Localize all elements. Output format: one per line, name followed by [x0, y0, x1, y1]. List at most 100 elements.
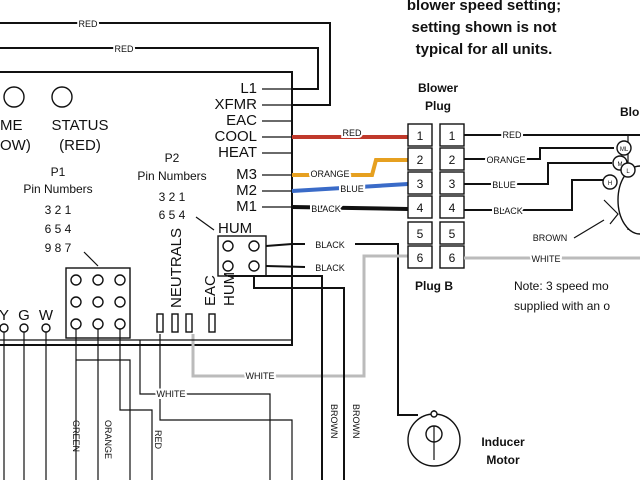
- note-top-line1: blower speed setting;: [407, 0, 561, 14]
- p2-row1: 3 2 1: [159, 190, 186, 204]
- terminal-eac: EAC: [226, 112, 257, 129]
- terminal-cool: COOL: [214, 128, 257, 145]
- hum-black-wire-2: [265, 265, 306, 268]
- motor-orange-wire-label: ORANGE: [486, 155, 525, 165]
- p1-subtitle: Pin Numbers: [23, 182, 92, 196]
- motor-pin-m-label: M: [618, 162, 623, 168]
- brown-wire-2-label: BROWN: [351, 404, 361, 439]
- thermostat-y: Y: [0, 307, 9, 324]
- plug-b-label: Plug B: [415, 279, 453, 293]
- red-wire-top-2-label: RED: [114, 44, 134, 54]
- m2-blue-wire-label: BLUE: [340, 184, 364, 194]
- motor-pin-ml-label: ML: [620, 147, 629, 153]
- thermostat-g: G: [18, 307, 30, 324]
- thermostat-w: W: [39, 307, 54, 324]
- p1-row1: 3 2 1: [45, 203, 72, 217]
- note-bottom-line1: Note: 3 speed mo: [514, 279, 609, 293]
- status-label-2: (RED): [59, 137, 101, 154]
- motor-black-wire: [464, 179, 604, 211]
- blower-plug-right: [439, 123, 465, 269]
- terminal-l1: L1: [240, 80, 257, 97]
- status-label-1: STATUS: [52, 117, 109, 134]
- lower-white-label: WHITE: [157, 389, 186, 399]
- flame-light: [3, 86, 25, 108]
- plug-right-pin-1: 1: [449, 129, 456, 143]
- blower-motor-title: Blo: [620, 105, 639, 119]
- p1-title: P1: [51, 165, 66, 179]
- p2-row2: 6 5 4: [159, 208, 186, 222]
- plug-right-pin-6: 6: [449, 251, 456, 265]
- terminal-heat: HEAT: [218, 144, 257, 161]
- brown-wire-2: [253, 276, 345, 480]
- m1-black-wire: [291, 205, 409, 211]
- white-wire: [191, 254, 408, 378]
- plug-left-pin-3: 3: [417, 177, 424, 191]
- terminal-stubs: [262, 88, 292, 208]
- cool-red-wire-label: RED: [342, 128, 362, 138]
- motor-pin-l: [620, 162, 636, 178]
- plug-right-pin-3: 3: [449, 177, 456, 191]
- hum-black-wire-1: [265, 243, 305, 247]
- motor-pin-h-label: H: [608, 181, 612, 187]
- note-bottom-line2: supplied with an o: [514, 299, 610, 313]
- terminal-m2: M2: [236, 182, 257, 199]
- brown-wire-1: [228, 275, 323, 480]
- plug-left-pin-4: 4: [417, 201, 424, 215]
- red-wire-top-1: [0, 22, 331, 106]
- inducer-label-1: Inducer: [481, 435, 525, 449]
- status-light: [51, 86, 73, 108]
- blower-plug-title-2: Plug: [425, 99, 451, 113]
- neutral-terminals: [156, 313, 216, 333]
- motor-blue-wire-label: BLUE: [492, 180, 516, 190]
- motor-brown-label: BROWN: [533, 233, 568, 243]
- p2-title: P2: [165, 151, 180, 165]
- motor-orange-wire: [464, 147, 614, 160]
- terminal-xfmr: XFMR: [215, 96, 258, 113]
- hum-black-wire-2-label: BLACK: [315, 263, 345, 273]
- terminal-hum: HUM: [218, 220, 252, 237]
- terminal-m1: M1: [236, 198, 257, 215]
- lower-wire-bundle: [0, 329, 293, 480]
- plug-right-pin-5: 5: [449, 227, 456, 241]
- inducer-label-2: Motor: [486, 453, 520, 467]
- flame-label-2: OW): [0, 137, 31, 154]
- p2-connector: [217, 235, 267, 277]
- plug-left-pin-6: 6: [417, 251, 424, 265]
- blower-plug-title-1: Blower: [418, 81, 458, 95]
- p1-row2: 6 5 4: [45, 222, 72, 236]
- motor-blue-wire: [464, 162, 612, 185]
- hum-black-wire-1-label: BLACK: [315, 240, 345, 250]
- thermostat-terminals: [0, 323, 51, 333]
- m1-black-wire-label: BLACK: [311, 204, 341, 214]
- motor-black-wire-label: BLACK: [493, 206, 523, 216]
- plug-left-pin-5: 5: [417, 227, 424, 241]
- red-wire-top-1-label: RED: [78, 19, 98, 29]
- green-wire-label: GREEN: [71, 420, 81, 452]
- plug-right-pin-2: 2: [449, 153, 456, 167]
- m2-blue-wire: [291, 182, 409, 193]
- m3-orange-wire: [292, 158, 408, 177]
- plug-left-pin-1: 1: [417, 129, 424, 143]
- note-top-line2: setting shown is not: [412, 19, 557, 36]
- red-wire-top-2: [0, 47, 319, 90]
- p1-connector: [65, 267, 131, 339]
- motor-pin-ml: [616, 140, 632, 156]
- note-top-line3: typical for all units.: [416, 41, 553, 58]
- terminal-m3: M3: [236, 166, 257, 183]
- plug-left-pin-2: 2: [417, 153, 424, 167]
- p2-subtitle: Pin Numbers: [137, 169, 206, 183]
- inducer-black-wire: [355, 243, 418, 416]
- brown-wire-1-label: BROWN: [329, 404, 339, 439]
- eac-vertical-label: EAC: [202, 275, 219, 306]
- p1-row3: 9 8 7: [45, 241, 72, 255]
- motor-white-wire-label: WHITE: [532, 254, 561, 264]
- blower-plug-left: [407, 123, 433, 269]
- white-wire-label: WHITE: [246, 371, 275, 381]
- neutrals-label: NEUTRALS: [168, 228, 185, 308]
- p2-arrow: [195, 216, 215, 231]
- motor-brown-wire: [573, 219, 605, 239]
- red-lower-wire-label: RED: [153, 430, 163, 450]
- inducer-motor-symbol: [407, 410, 461, 467]
